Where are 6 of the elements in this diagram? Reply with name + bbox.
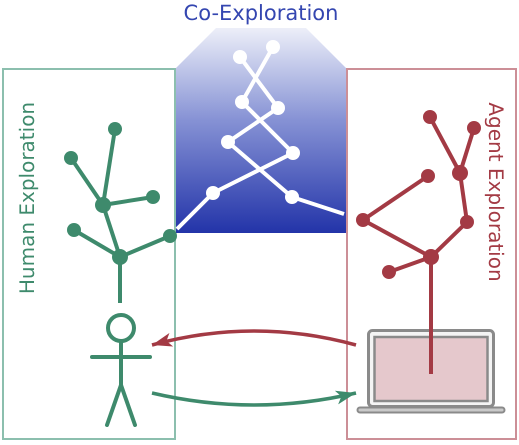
person-icon bbox=[90, 313, 152, 427]
curved-arrow bbox=[152, 390, 356, 407]
panel-title: Human Exploration bbox=[16, 102, 39, 294]
panel-title: Agent Exploration bbox=[484, 102, 507, 282]
heading: Co-Exploration bbox=[184, 2, 338, 24]
curved-arrow bbox=[152, 329, 356, 347]
